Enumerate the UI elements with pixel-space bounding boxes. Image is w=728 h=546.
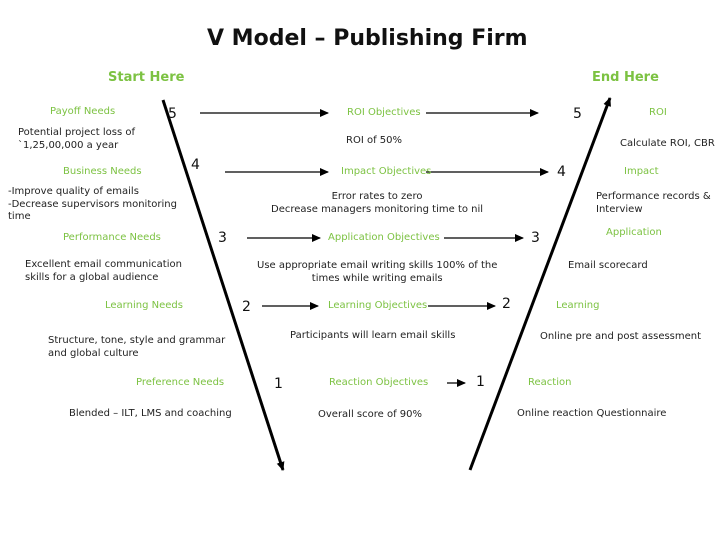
impact-objectives-label: Impact Objectives bbox=[341, 166, 432, 177]
right-level-number-1: 1 bbox=[476, 374, 485, 390]
impact-text: Performance records & Interview bbox=[596, 191, 711, 215]
application-objectives-text: Use appropriate email writing skills 100… bbox=[257, 260, 498, 284]
payoff-needs-label: Payoff Needs bbox=[50, 106, 116, 117]
reaction-text: Online reaction Questionnaire bbox=[517, 408, 667, 419]
left-level-number-1: 1 bbox=[274, 376, 283, 392]
left-level-number-2: 2 bbox=[242, 299, 251, 315]
left-level-number-5: 5 bbox=[168, 106, 177, 122]
payoff-needs-text: Potential project loss of `1,25,00,000 a… bbox=[18, 127, 136, 151]
roi-objectives-label: ROI Objectives bbox=[347, 107, 421, 118]
diagram-title: V Model – Publishing Firm bbox=[207, 26, 528, 51]
right-level-number-2: 2 bbox=[502, 296, 511, 312]
roi-text: Calculate ROI, CBR bbox=[620, 138, 715, 149]
learning-objectives-label: Learning Objectives bbox=[328, 300, 428, 311]
learning-label: Learning bbox=[556, 300, 600, 311]
roi-label: ROI bbox=[649, 107, 667, 118]
right-level-number-5: 5 bbox=[573, 106, 582, 122]
v-right-arm bbox=[468, 97, 612, 471]
left-level-number-3: 3 bbox=[218, 230, 227, 246]
left-level-number-4: 4 bbox=[191, 157, 200, 173]
right-level-number-4: 4 bbox=[557, 164, 566, 180]
learning-objectives-text: Participants will learn email skills bbox=[290, 330, 456, 341]
reaction-objectives-label: Reaction Objectives bbox=[329, 377, 429, 388]
right-level-number-3: 3 bbox=[531, 230, 540, 246]
business-needs-label: Business Needs bbox=[63, 166, 142, 177]
impact-objectives-text: Error rates to zero Decrease managers mo… bbox=[271, 191, 484, 215]
preference-needs-text: Blended – ILT, LMS and coaching bbox=[69, 408, 232, 419]
performance-needs-label: Performance Needs bbox=[63, 232, 161, 243]
roi-objectives-text: ROI of 50% bbox=[346, 135, 402, 146]
performance-needs-text: Excellent email communication skills for… bbox=[25, 259, 182, 283]
v-left-arm bbox=[161, 99, 285, 471]
application-objectives-label: Application Objectives bbox=[328, 232, 440, 243]
application-text: Email scorecard bbox=[568, 260, 648, 271]
reaction-label: Reaction bbox=[528, 377, 572, 388]
end-here-label: End Here bbox=[592, 70, 659, 85]
learning-text: Online pre and post assessment bbox=[540, 331, 702, 342]
preference-needs-label: Preference Needs bbox=[136, 377, 225, 388]
reaction-objectives-text: Overall score of 90% bbox=[318, 409, 423, 420]
impact-label: Impact bbox=[624, 166, 659, 177]
learning-needs-label: Learning Needs bbox=[105, 300, 183, 311]
application-label: Application bbox=[606, 227, 662, 238]
start-here-label: Start Here bbox=[108, 70, 185, 85]
learning-needs-text: Structure, tone, style and grammar and g… bbox=[48, 335, 226, 359]
business-needs-text: -Improve quality of emails -Decrease sup… bbox=[8, 186, 177, 222]
